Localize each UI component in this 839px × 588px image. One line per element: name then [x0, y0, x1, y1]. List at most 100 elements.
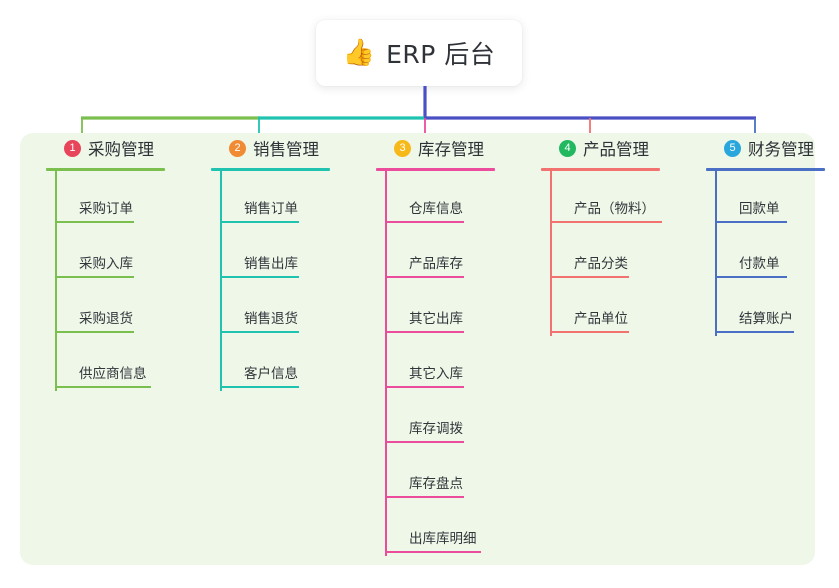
branch-spine: [715, 171, 717, 336]
branch-item-underline: [385, 331, 464, 333]
branch-item-underline: [385, 551, 481, 553]
branch-item[interactable]: 其它入库: [376, 336, 546, 391]
branch-items-group: 仓库信息产品库存其它出库其它入库库存调拨库存盘点出库库明细: [376, 171, 546, 556]
branch-item-underline: [55, 386, 151, 388]
branch-item[interactable]: 结算账户: [706, 281, 839, 336]
branch-index-badge: 2: [229, 139, 246, 157]
branch-item[interactable]: 采购订单: [46, 171, 206, 226]
branch-item-label: 销售退货: [244, 311, 298, 327]
branch-index-badge: 1: [64, 139, 81, 157]
branch-spine: [220, 171, 222, 391]
branch-item-list: 产品（物料） 产品分类产品单位: [541, 171, 711, 336]
branch-item-label: 客户信息: [244, 366, 298, 382]
branch-item[interactable]: 库存盘点: [376, 446, 546, 501]
branch-item-label: 付款单: [739, 256, 780, 272]
branch-item-underline: [715, 331, 794, 333]
branch-item-underline: [385, 496, 464, 498]
branch-item[interactable]: 其它出库: [376, 281, 546, 336]
branch-column-4: 4 产品管理产品（物料） 产品分类产品单位: [541, 133, 711, 336]
branch-item-list: 仓库信息产品库存其它出库其它入库库存调拨库存盘点出库库明细: [376, 171, 546, 556]
branch-item[interactable]: 出库库明细: [376, 501, 546, 556]
branch-item[interactable]: 客户信息: [211, 336, 371, 391]
branch-index-badge: 5: [724, 139, 741, 157]
branch-item[interactable]: 采购入库: [46, 226, 206, 281]
branch-column-5: 5 财务管理回款单付款单结算账户: [706, 133, 839, 336]
branch-item-label: 采购退货: [79, 311, 133, 327]
branch-title: 销售管理: [253, 140, 319, 159]
branch-title: 财务管理: [748, 140, 814, 159]
branch-spine: [55, 171, 57, 391]
branch-underline: [211, 168, 330, 171]
root-node-card[interactable]: 👍 ERP 后台: [316, 20, 522, 86]
branch-item-label: 销售订单: [244, 201, 298, 217]
branch-items-group: 采购订单采购入库采购退货供应商信息: [46, 171, 206, 391]
branch-item-label: 出库库明细: [409, 531, 477, 547]
branch-item-underline: [715, 276, 787, 278]
branch-item-underline: [220, 386, 299, 388]
branch-item-label: 结算账户: [739, 311, 793, 327]
branch-item-underline: [220, 221, 299, 223]
branch-header-3[interactable]: 3 库存管理: [376, 133, 546, 163]
branch-item-underline: [550, 331, 629, 333]
branch-index-badge: 4: [559, 139, 576, 157]
root-node-title: ERP 后台: [386, 40, 496, 69]
thumbs-up-icon: 👍: [342, 38, 376, 68]
branch-item-underline: [385, 276, 464, 278]
branch-item-label: 采购入库: [79, 256, 133, 272]
branch-item[interactable]: 产品单位: [541, 281, 711, 336]
branch-item-label: 其它入库: [409, 366, 463, 382]
branch-underline: [46, 168, 165, 171]
branch-item-underline: [55, 276, 134, 278]
mindmap-panel: 1 采购管理采购订单采购入库采购退货供应商信息 2 销售管理销售订单销售出库销售退货客…: [20, 133, 825, 565]
branch-header-2[interactable]: 2 销售管理: [211, 133, 371, 163]
branch-item[interactable]: 产品库存: [376, 226, 546, 281]
branch-item[interactable]: 销售出库: [211, 226, 371, 281]
branch-column-1: 1 采购管理采购订单采购入库采购退货供应商信息: [46, 133, 206, 391]
branch-header-4[interactable]: 4 产品管理: [541, 133, 711, 163]
branch-item-label: 供应商信息: [79, 366, 147, 382]
branch-item-underline: [220, 331, 299, 333]
branch-item[interactable]: 付款单: [706, 226, 839, 281]
branch-item[interactable]: 采购退货: [46, 281, 206, 336]
branch-item-underline: [715, 221, 787, 223]
branch-item[interactable]: 回款单: [706, 171, 839, 226]
branch-item-list: 销售订单销售出库销售退货客户信息: [211, 171, 371, 391]
branch-index-badge: 3: [394, 139, 411, 157]
branch-items-group: 产品（物料） 产品分类产品单位: [541, 171, 711, 336]
branch-title: 产品管理: [583, 140, 649, 159]
branch-header-5[interactable]: 5 财务管理: [706, 133, 839, 163]
branch-item[interactable]: 供应商信息: [46, 336, 206, 391]
branch-item[interactable]: 产品（物料）: [541, 171, 711, 226]
branch-spine: [385, 171, 387, 556]
branch-underline: [706, 168, 825, 171]
branch-item-underline: [55, 221, 134, 223]
branch-items-group: 销售订单销售出库销售退货客户信息: [211, 171, 371, 391]
branch-item[interactable]: 销售订单: [211, 171, 371, 226]
branch-title: 采购管理: [88, 140, 154, 159]
branch-item-label: 其它出库: [409, 311, 463, 327]
branch-item-list: 回款单付款单结算账户: [706, 171, 839, 336]
branch-item[interactable]: 销售退货: [211, 281, 371, 336]
branch-item-label: 采购订单: [79, 201, 133, 217]
branch-item-label: 库存调拨: [409, 421, 463, 437]
branch-items-group: 回款单付款单结算账户: [706, 171, 839, 336]
branch-item-underline: [385, 386, 464, 388]
branch-item-label: 产品单位: [574, 311, 628, 327]
branch-item-label: 产品库存: [409, 256, 463, 272]
branch-item-list: 采购订单采购入库采购退货供应商信息: [46, 171, 206, 391]
branch-item-underline: [385, 441, 464, 443]
branch-title: 库存管理: [418, 140, 484, 159]
branch-header-1[interactable]: 1 采购管理: [46, 133, 206, 163]
branch-item-label: 仓库信息: [409, 201, 463, 217]
branch-item[interactable]: 产品分类: [541, 226, 711, 281]
branch-item-label: 销售出库: [244, 256, 298, 272]
branch-item-label: 产品（物料）: [574, 201, 655, 217]
branch-item-underline: [385, 221, 464, 223]
branch-item[interactable]: 仓库信息: [376, 171, 546, 226]
branch-underline: [541, 168, 660, 171]
branch-item[interactable]: 库存调拨: [376, 391, 546, 446]
branch-item-label: 库存盘点: [409, 476, 463, 492]
branch-underline: [376, 168, 495, 171]
branch-item-underline: [55, 331, 134, 333]
branch-column-3: 3 库存管理仓库信息产品库存其它出库其它入库库存调拨库存盘点出库库明细: [376, 133, 546, 556]
